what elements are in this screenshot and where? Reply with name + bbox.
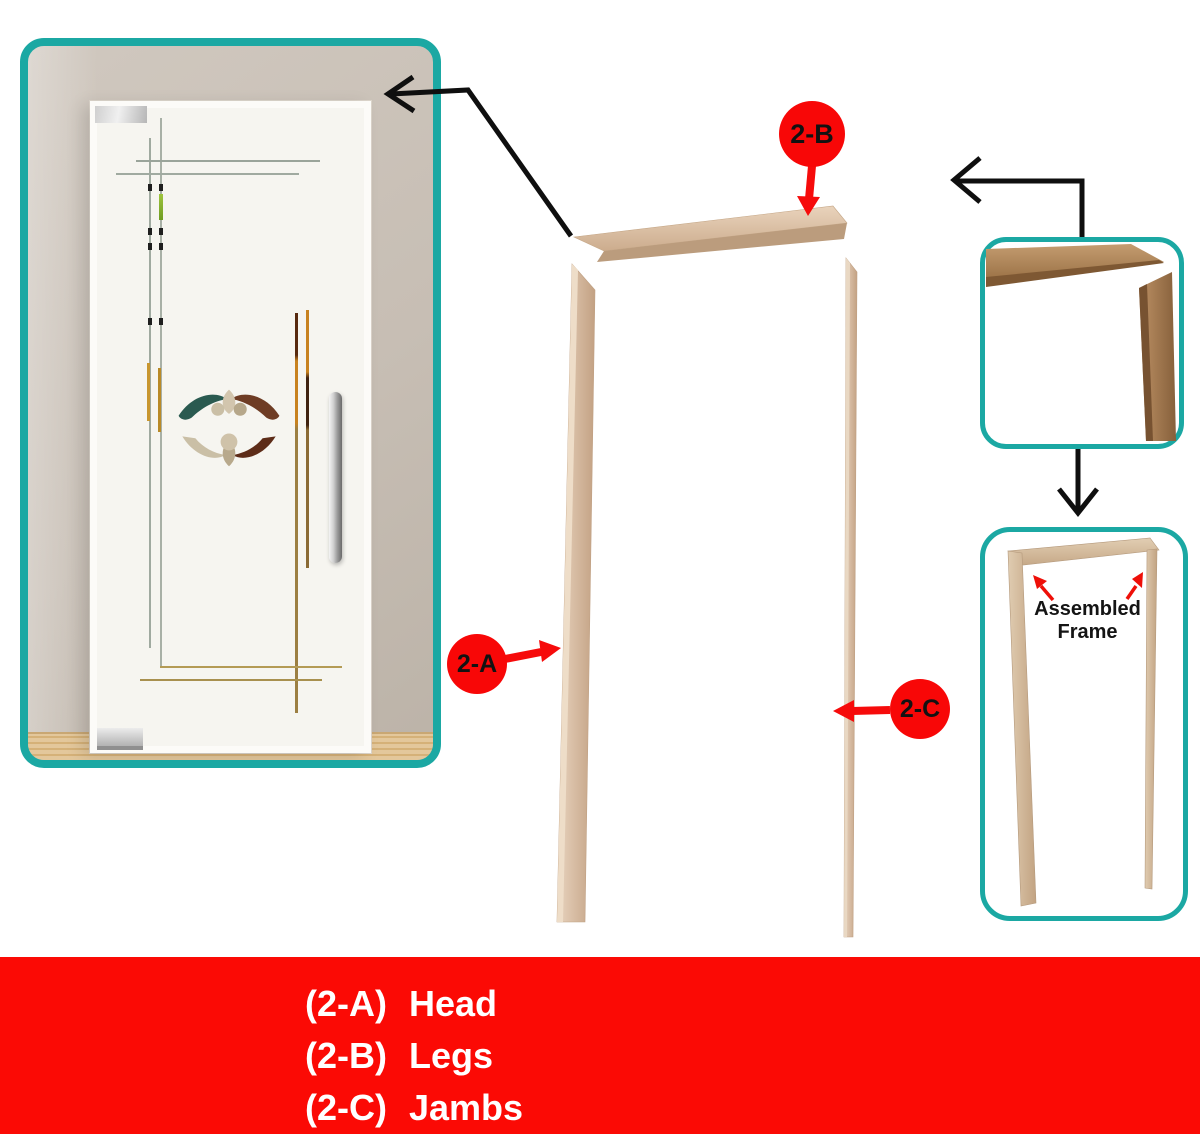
head-board-front-face: [597, 223, 847, 262]
legend-code: (2-C): [305, 1087, 387, 1128]
red-arrow-icon: [805, 165, 816, 200]
door-frame: [90, 101, 371, 753]
legend-row-head: (2-A) Head: [305, 984, 523, 1024]
red-arrow-icon: [851, 706, 891, 715]
legend-name: Head: [409, 983, 498, 1024]
marker-2b: 2-B: [779, 101, 845, 167]
etch-tick: [148, 228, 152, 235]
etch-line-horizontal-3: [160, 666, 342, 668]
etch-line-vertical-2: [160, 118, 162, 666]
floral-leaf-bottom-right: [232, 436, 276, 458]
assembled-frame-caption: Assembled Frame: [1005, 598, 1170, 644]
assembled-caption-line1: Assembled: [1034, 598, 1141, 620]
legend-row-jambs: (2-C) Jambs: [305, 1088, 523, 1128]
floral-bud-top: [222, 389, 236, 414]
wall-light: [28, 46, 98, 734]
floral-center: [220, 433, 238, 451]
assembled-frame-card: [980, 527, 1188, 921]
marker-2c: 2-C: [890, 679, 950, 739]
left-leg-board: [556, 263, 596, 923]
etch-tick: [148, 184, 152, 191]
right-jamb-board: [843, 257, 858, 938]
etch-line-horizontal-2: [116, 173, 299, 175]
arrow-left-head-icon: [950, 156, 982, 204]
etch-tick: [148, 318, 152, 325]
marker-2b-label: 2-B: [790, 118, 834, 149]
door-handle: [329, 392, 342, 563]
etch-line-horizontal-1: [136, 160, 320, 162]
etch-line-vertical-1: [149, 138, 151, 648]
etch-tick: [148, 243, 152, 250]
etch-tick: [159, 184, 163, 191]
finished-door-photo-card: [20, 38, 441, 768]
door-hinge: [97, 728, 143, 750]
legend-code: (2-B): [305, 1035, 387, 1076]
red-arrow-icon: [504, 648, 542, 663]
assembled-caption-line2: Frame: [1057, 621, 1118, 643]
right-jamb-board-edge: [844, 258, 850, 937]
red-arrow-head-icon: [797, 196, 820, 216]
floral-leaf-top-left: [178, 394, 228, 420]
etch-tick: [159, 243, 163, 250]
marker-2a-label: 2-A: [456, 649, 498, 678]
marker-2a: 2-A: [447, 634, 507, 694]
legend-code: (2-A): [305, 983, 387, 1024]
legend-row-legs: (2-B) Legs: [305, 1036, 523, 1076]
etch-line-vertical-4: [306, 310, 309, 568]
marker-2c-label: 2-C: [899, 694, 941, 723]
legend-banner: (2-A) Head (2-B) Legs (2-C) Jambs: [0, 957, 1200, 1134]
etch-line-horizontal-4: [140, 679, 322, 681]
floral-leaf-top-right: [230, 394, 280, 420]
floral-petal: [233, 402, 247, 416]
door-lock-plate: [95, 106, 147, 123]
etch-tick: [159, 228, 163, 235]
floral-leaf-bottom-left: [182, 436, 226, 458]
left-leg-board-edge: [557, 264, 578, 922]
legend-list: (2-A) Head (2-B) Legs (2-C) Jambs: [305, 984, 523, 1128]
etch-gold-segment: [147, 363, 150, 421]
etch-green-segment: [159, 194, 163, 220]
red-arrow-head-icon: [833, 700, 854, 722]
head-board-top-face: [572, 205, 848, 252]
floral-petal: [211, 402, 225, 416]
etch-line-vertical-3: [295, 313, 298, 713]
etch-tick: [159, 318, 163, 325]
floral-ornament: [178, 389, 280, 467]
legend-name: Jambs: [409, 1087, 524, 1128]
legend-name: Legs: [409, 1035, 494, 1076]
etch-gold-segment: [158, 368, 161, 432]
arrow-down-head-icon: [1057, 487, 1099, 518]
corner-joint-detail-card: [980, 237, 1184, 449]
red-arrow-head-icon: [539, 640, 561, 662]
arrow-left-icon: [957, 178, 1085, 237]
